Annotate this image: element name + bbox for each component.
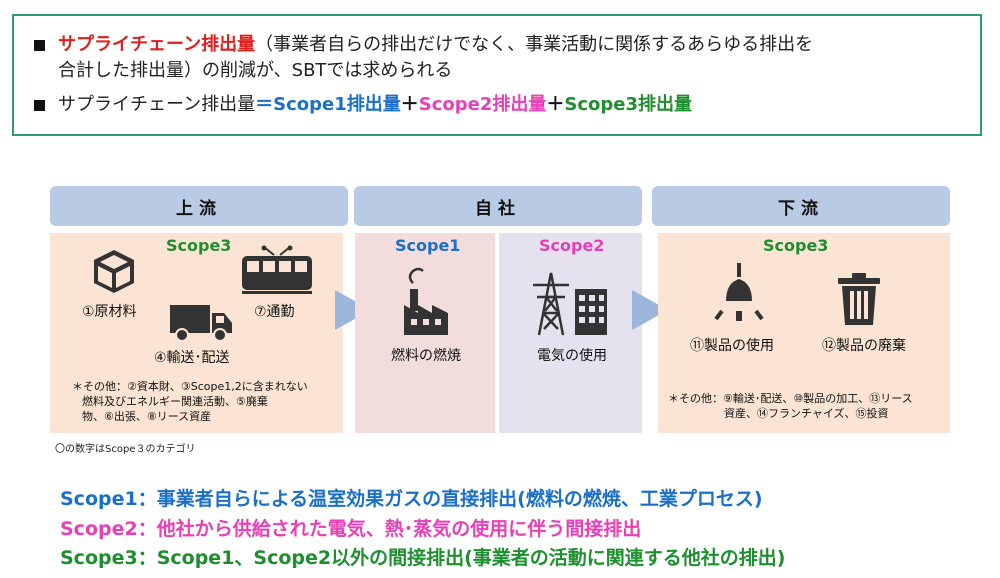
downstream-other-line-1: ＊その他：⑨輸送･配送、⑩製品の加工、⑬リース <box>668 392 913 405</box>
scope2-definition: Scope2：他社から供給された電気、熱･蒸気の使用に伴う間接排出 <box>60 518 642 540</box>
upstream-panel: Scope3 ①原材料 ⑦通勤 ④輸送･配送 ＊その他：②資本財、③Scope1… <box>50 233 343 433</box>
upstream-other-line-1: ＊その他：②資本財、③Scope1,2に含まれない <box>72 380 308 393</box>
header-own: 自社 <box>354 186 642 226</box>
factory-icon <box>404 267 448 335</box>
equation-plus: ＋ <box>546 94 565 115</box>
scope3-definition: Scope3：Scope1、Scope2以外の間接排出(事業者の活動に関連する他… <box>60 547 786 569</box>
summary-line-2: 合計した排出量）の削減が、SBTでは求められる <box>58 60 453 81</box>
box-icon <box>94 250 134 293</box>
footnote: 〇の数字はScope３のカテゴリ <box>55 444 196 455</box>
upstream-other-line-3: 物、⑥出張、⑧リース資産 <box>82 410 212 423</box>
lamp-icon <box>714 263 764 321</box>
bullet-icon <box>34 40 45 51</box>
summary-box: サプライチェーン排出量（事業者自らの排出だけでなく、事業活動に関係するあらゆる排… <box>12 14 982 136</box>
equation-lhs: サプライチェーン排出量 <box>58 94 256 115</box>
scope2-panel: Scope2 電気の使用 <box>499 233 642 433</box>
transport-label: ④輸送･配送 <box>154 350 230 366</box>
commuting-label: ⑦通勤 <box>254 304 295 320</box>
header-downstream: 下流 <box>652 186 950 226</box>
raw-materials-label: ①原材料 <box>82 304 137 320</box>
product-use-label: ⑪製品の使用 <box>690 338 774 354</box>
downstream-panel: Scope3 ⑪製品の使用 ⑫製品の廃棄 ＊その他：⑨輸送･配送、⑩製品の加工、… <box>658 233 950 433</box>
summary-line-1: サプライチェーン排出量（事業者自らの排出だけでなく、事業活動に関係するあらゆる排… <box>58 33 813 57</box>
trash-icon <box>838 273 880 325</box>
scope1-panel: Scope1 燃料の燃焼 <box>355 233 495 433</box>
downstream-scope3-label: Scope3 <box>763 236 829 255</box>
scope2-label: Scope2 <box>539 236 605 255</box>
summary-equation: サプライチェーン排出量＝Scope1排出量＋Scope2排出量＋Scope3排出… <box>58 93 692 117</box>
equation-scope3: Scope3排出量 <box>564 94 692 115</box>
power-tower-icon <box>533 272 607 336</box>
equation-scope2: Scope2排出量 <box>418 94 547 115</box>
equation-scope1: Scope1排出量 <box>273 94 401 115</box>
summary-line-1-rest: （事業者自らの排出だけでなく、事業活動に関係するあらゆる排出を <box>255 34 814 55</box>
fuel-combustion-label: 燃料の燃焼 <box>391 348 461 364</box>
downstream-other-line-2: 資産、⑭フランチャイズ、⑮投資 <box>724 407 889 420</box>
truck-icon <box>170 305 232 342</box>
equation-equals: ＝ <box>255 94 274 115</box>
product-disposal-label: ⑫製品の廃棄 <box>822 338 906 354</box>
supply-chain-highlight: サプライチェーン排出量 <box>58 34 256 55</box>
electricity-use-label: 電気の使用 <box>537 348 607 364</box>
equation-plus: ＋ <box>400 94 419 115</box>
scope1-label: Scope1 <box>395 236 461 255</box>
scope1-definition: Scope1：事業者自らによる温室効果ガスの直接排出(燃料の燃焼、工業プロセス) <box>60 488 763 510</box>
upstream-other-line-2: 燃料及びエネルギー関連活動、⑤廃棄 <box>82 395 268 408</box>
upstream-scope3-label: Scope3 <box>166 236 232 255</box>
train-icon <box>242 245 312 294</box>
header-upstream: 上流 <box>50 186 348 226</box>
bullet-icon <box>34 100 45 111</box>
